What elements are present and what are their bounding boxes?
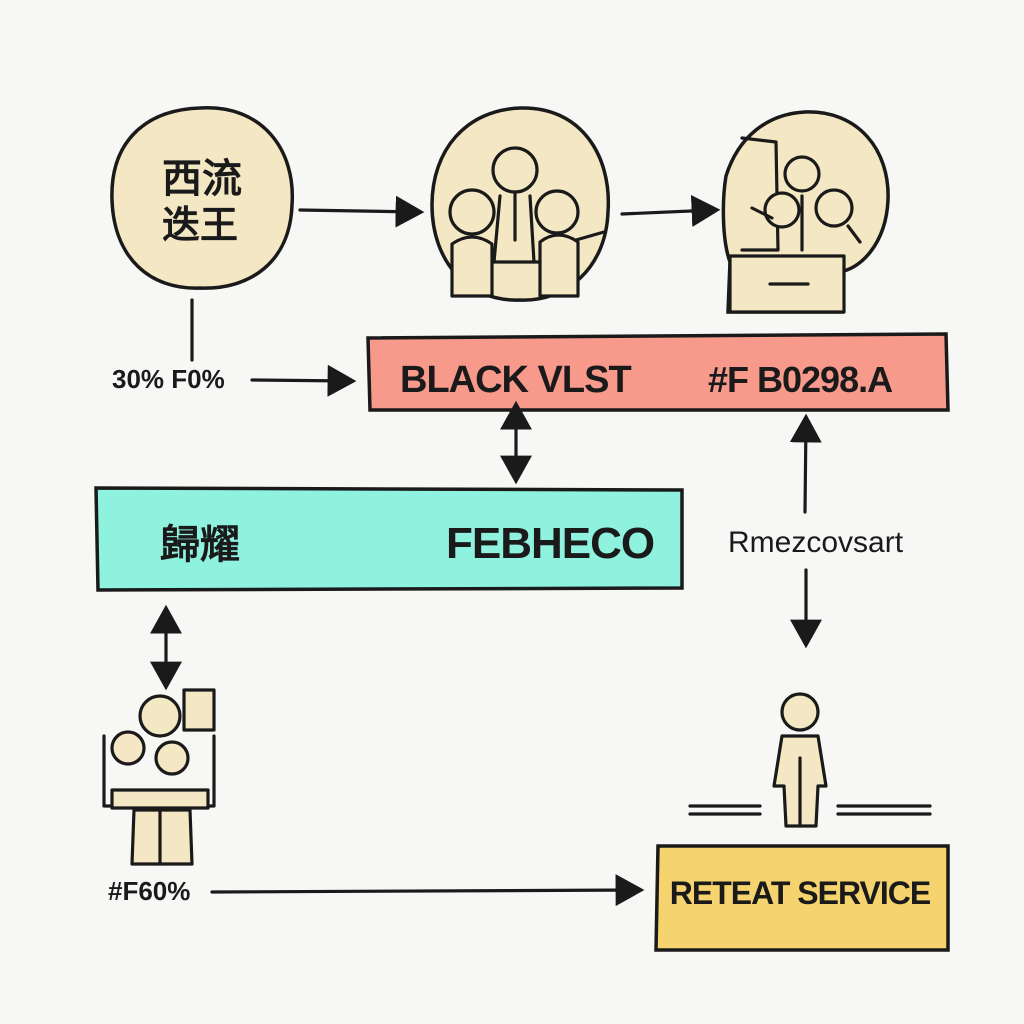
node-circle-left: 西流 迭王: [110, 106, 295, 290]
febheco-left-label: 歸耀: [160, 523, 240, 567]
circle-left-line2: 迭王: [162, 205, 238, 247]
circle-left-shape: [110, 106, 295, 290]
arrow-circle-left-to-middle: [298, 195, 425, 228]
people-with-monitor-icon: [102, 688, 216, 866]
people-at-desk-icon: [728, 136, 862, 314]
node-retreat-service: RETEAT SERVICE: [654, 844, 950, 952]
black-vlst-code: #F B0298.A: [708, 359, 893, 400]
node-black-vlst: BLACK VLST #F B0298.A: [366, 332, 950, 412]
retreat-box: [654, 844, 950, 952]
standing-person-icon: [688, 692, 932, 828]
bottom-label: #F60%: [108, 876, 190, 906]
side-label: Rmezcovsart: [728, 526, 904, 559]
retreat-label: RETEAT SERVICE: [670, 875, 931, 911]
arrow-side-up-to-black-vlst: [789, 413, 822, 514]
node-circle-right: [721, 110, 890, 314]
node-circle-middle: [430, 106, 611, 302]
febheco-label: FEBHECO: [446, 519, 654, 568]
percent-label: 30% F0%: [112, 364, 225, 394]
node-febheco: 歸耀 FEBHECO: [94, 486, 684, 592]
arrow-percent-to-black-vlst: [250, 364, 357, 397]
arrow-bottom-to-retreat: [210, 874, 645, 907]
circle-left-line1: 西流: [162, 157, 242, 201]
febheco-box: [94, 486, 684, 592]
arrow-circle-middle-to-right: [620, 194, 721, 227]
black-vlst-label: BLACK VLST: [400, 359, 631, 401]
group-of-people-icon: [448, 146, 606, 298]
black-vlst-box: [366, 332, 950, 412]
